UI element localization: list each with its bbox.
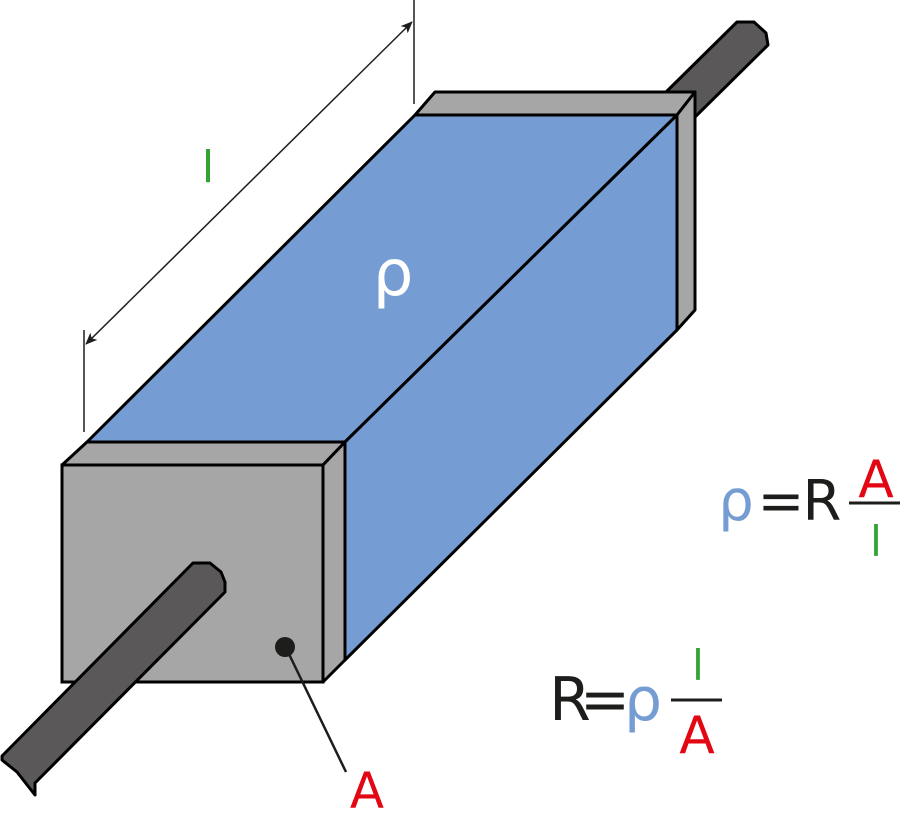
formula-resistivity: ρ = R A l [718,450,900,566]
formula-resistivity-denominator: l [870,517,882,566]
formula-resistance-lhs: R [549,665,591,735]
area-point-marker [275,637,295,657]
formula-resistance-denominator: A [679,706,715,766]
length-dimension: l [83,0,415,432]
area-pointer: A [275,637,384,820]
formula-resistance-factor: ρ [624,665,662,735]
formula-resistivity-factor: R [803,469,842,534]
formula-resistivity-lhs: ρ [718,469,754,534]
resistivity-label: ρ [373,237,414,311]
front-lead-wire [0,561,227,797]
formula-resistance-equals: = [580,665,630,735]
length-label: l [202,142,214,193]
length-arrow [85,21,413,345]
formula-resistance: R = ρ l A [549,641,722,766]
formula-resistance-numerator: l [692,641,704,690]
area-leader-line [286,651,348,773]
area-label: A [350,762,384,820]
formula-resistivity-equals: = [758,469,805,534]
formula-resistivity-numerator: A [858,450,894,510]
